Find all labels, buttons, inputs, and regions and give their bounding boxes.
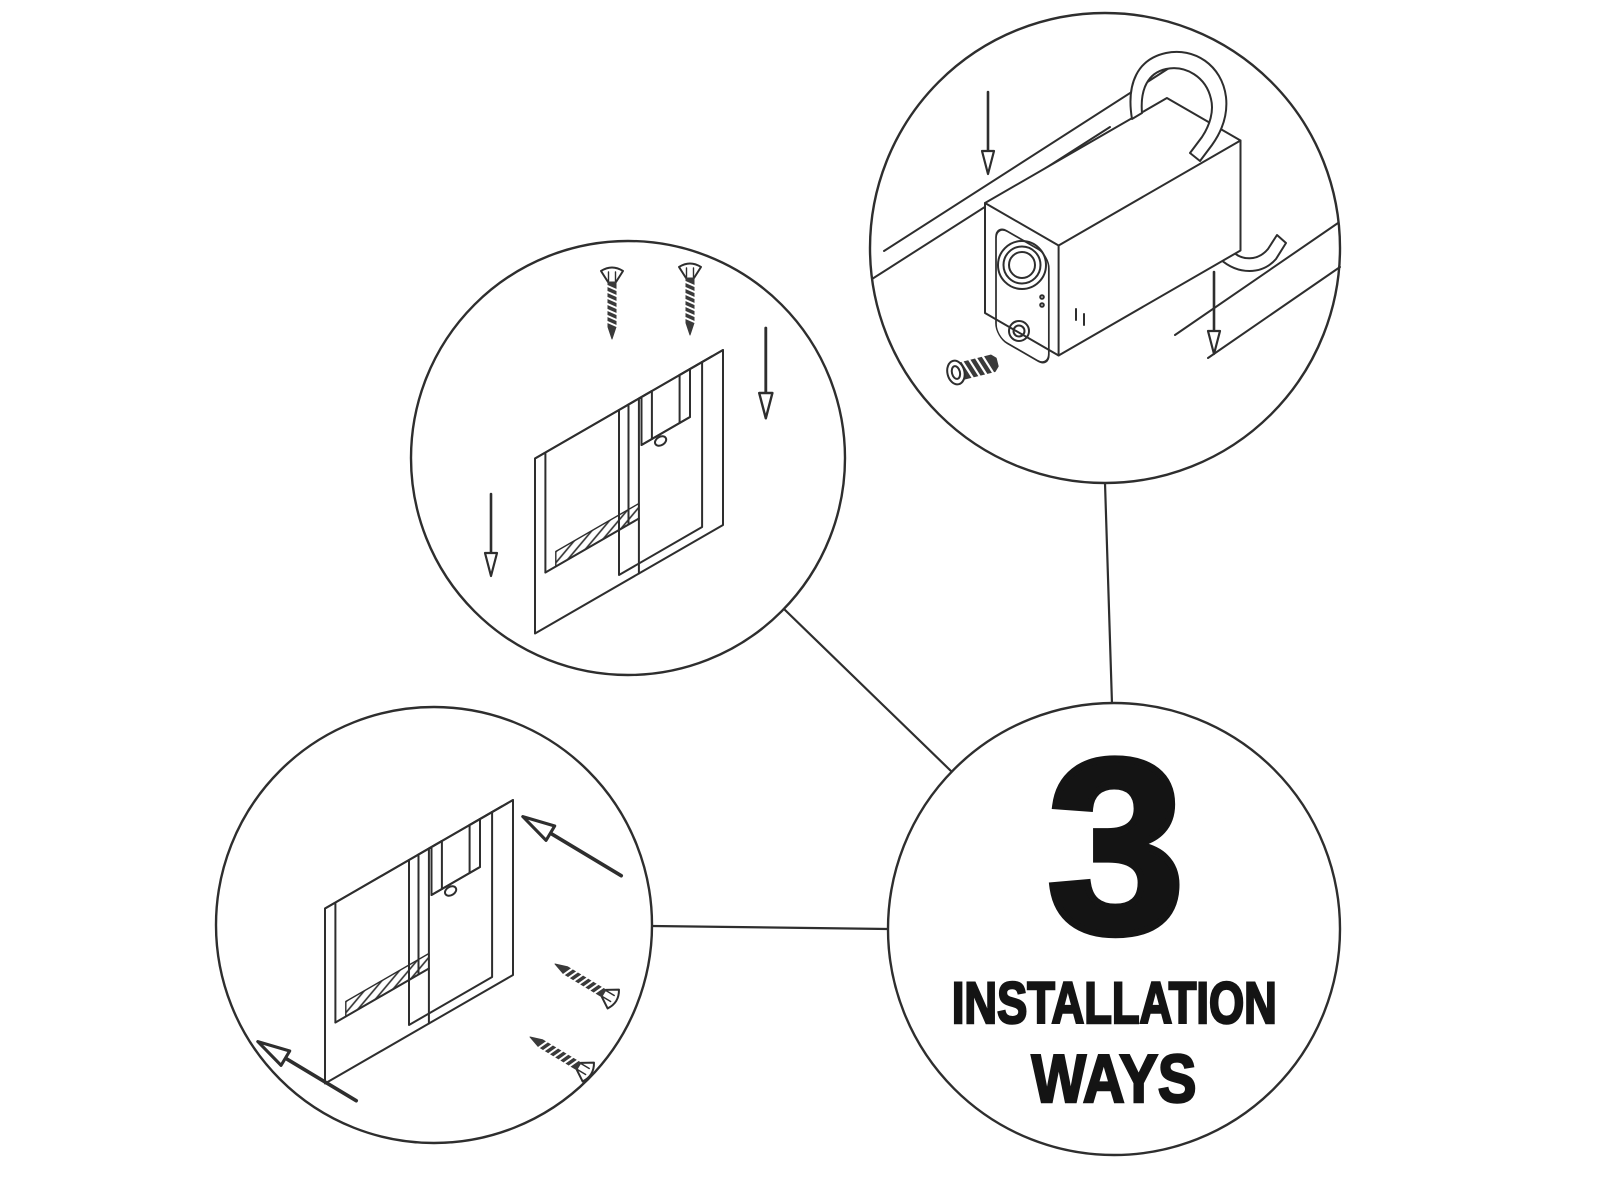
count-number: 3 — [1044, 707, 1189, 986]
panel-circle-title-badge — [886, 701, 1342, 1157]
doorbell-camera-illustration — [984, 97, 1242, 364]
doorbell-clamp-mount-illustration — [871, 50, 1341, 386]
led-dot-icon — [1039, 302, 1045, 308]
led-dot-icon — [1039, 294, 1045, 300]
title-line-1: INSTALLATION — [951, 970, 1278, 1036]
connector-line — [1103, 481, 1114, 706]
title-line-2: WAYS — [1030, 1040, 1197, 1117]
clamp-jaw-icon — [1219, 234, 1287, 272]
speaker-slots-icon — [1075, 308, 1085, 326]
connector-line — [782, 607, 954, 774]
doorbell-faceplate — [995, 228, 1050, 364]
clamp-hook-icon — [1129, 50, 1228, 162]
set-screw-icon — [946, 354, 999, 386]
connector-lines — [650, 481, 1114, 931]
title-badge: 3 INSTALLATION WAYS — [888, 703, 1340, 1155]
doorbell-button-icon — [1008, 320, 1030, 342]
connector-line — [650, 924, 890, 931]
camera-lens-icon — [997, 240, 1047, 290]
